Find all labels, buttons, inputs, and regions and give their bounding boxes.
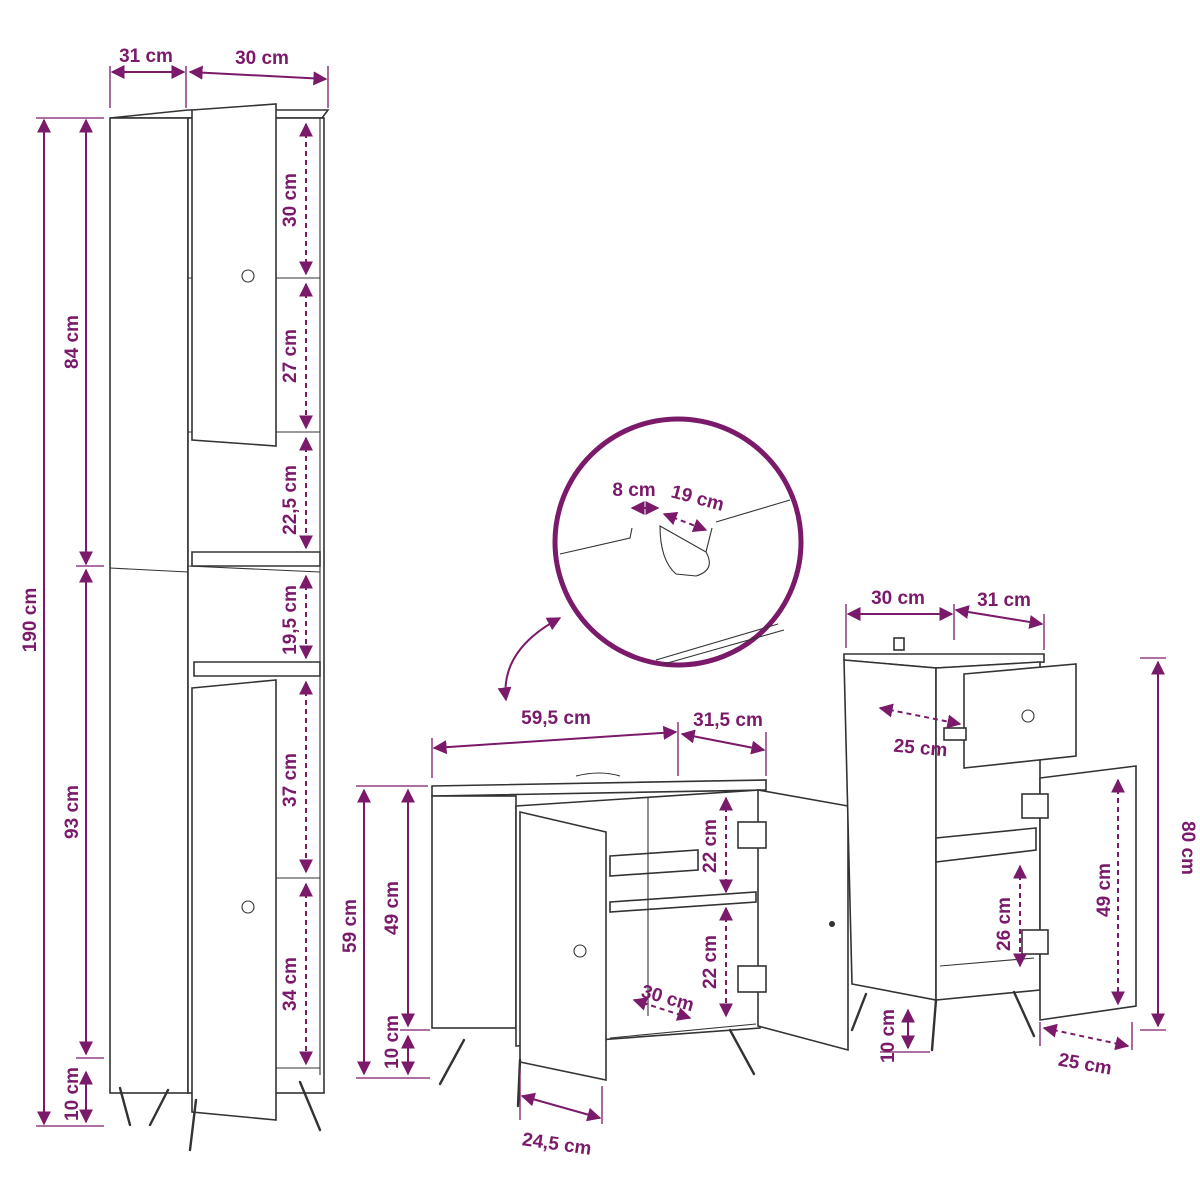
tall-shelf-1-label: 30 cm xyxy=(280,173,301,227)
tall-shelf-6-label: 34 cm xyxy=(280,957,301,1011)
sink-shelf-lower-label: 22 cm xyxy=(700,935,721,989)
sink-total-height-label: 59 cm xyxy=(340,899,361,953)
tall-shelf-4-label: 19,5 cm xyxy=(280,585,301,655)
sink-depth-label: 31,5 cm xyxy=(693,710,763,731)
tall-lower-height-label: 93 cm xyxy=(62,785,83,839)
tall-upper-height-label: 84 cm xyxy=(62,315,83,369)
side-width-label: 30 cm xyxy=(871,588,925,609)
tall-depth-label: 31 cm xyxy=(119,46,173,67)
tall-leg-height-label: 10 cm xyxy=(62,1067,83,1121)
sink-door-width-label: 24,5 cm xyxy=(521,1129,593,1160)
tall-cabinet xyxy=(36,65,330,1152)
side-door-width-label: 25 cm xyxy=(1057,1050,1114,1080)
side-total-height-label: 80 cm xyxy=(1177,821,1198,875)
tall-total-height-label: 190 cm xyxy=(20,588,41,652)
sink-width-label: 59,5 cm xyxy=(521,708,591,729)
side-depth-label: 31 cm xyxy=(977,590,1031,611)
tall-shelf-2-label: 27 cm xyxy=(280,329,301,383)
side-cabinet xyxy=(843,604,1166,1053)
sink-shelf-upper-label: 22 cm xyxy=(700,819,721,873)
side-leg-height-label: 10 cm xyxy=(878,1009,899,1063)
tall-cabinet-labels: 31 cm 30 cm 190 cm 84 cm 93 cm 10 cm 30 … xyxy=(20,46,301,1121)
tall-shelf-3-label: 22,5 cm xyxy=(280,465,301,535)
sink-leg-height-label: 10 cm xyxy=(382,1015,403,1069)
side-shelf-label: 26 cm xyxy=(994,897,1015,951)
tall-width-label: 30 cm xyxy=(235,48,289,69)
cutout-detail: 8 cm 19 cm xyxy=(497,416,804,702)
detail-cutout-width-label: 8 cm xyxy=(612,480,655,501)
tall-shelf-5-label: 37 cm xyxy=(280,753,301,807)
side-door-height-label: 49 cm xyxy=(1094,863,1115,917)
sink-body-height-label: 49 cm xyxy=(382,881,403,935)
side-drawer-depth-label: 25 cm xyxy=(893,736,949,762)
sink-cabinet xyxy=(356,722,849,1124)
